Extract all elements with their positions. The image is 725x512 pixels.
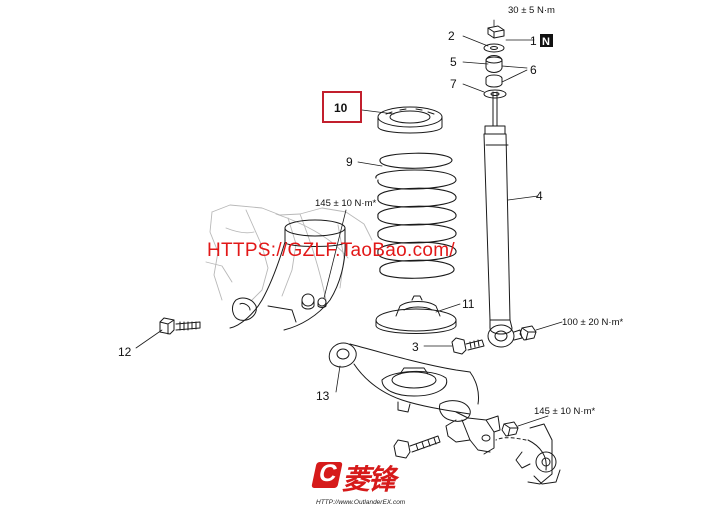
shock-absorber [483, 91, 523, 348]
logo-mark: C [311, 460, 343, 488]
bolt-12 [159, 317, 201, 335]
callout-1: 1 [530, 34, 537, 48]
bushing-upper [485, 55, 503, 73]
torque-top-nut: 30 ± 5 N·m [508, 5, 555, 16]
callout-11: 11 [462, 297, 475, 311]
bracket-nut [301, 293, 327, 310]
callout-labels: 1 N 2 5 6 7 10 9 4 11 3 12 13 [118, 29, 550, 403]
item-10-highlight-box [322, 91, 362, 123]
torque-shock-lower: 100 ± 20 N·m* [562, 317, 623, 328]
torque-upper-mount: 145 ± 10 N·m* [315, 198, 376, 209]
torque-arm-bolt: 145 ± 10 N·m* [534, 406, 595, 417]
control-arm-bolt [393, 435, 441, 459]
watermark-url: HTTPS://GZLF.TaoBao.com/ [207, 240, 455, 261]
lower-spring-pad [375, 295, 457, 334]
upper-spring-seat [377, 106, 443, 134]
spring-upper-bracket [229, 219, 346, 331]
callout-5: 5 [450, 55, 457, 69]
torque-specs: 30 ± 5 N·m 145 ± 10 N·m* 100 ± 20 N·m* 1… [315, 5, 623, 417]
washer-lower [483, 89, 507, 99]
shock-lower-nut [519, 325, 537, 341]
lower-control-arm [328, 342, 501, 455]
washer-upper [483, 43, 505, 53]
logo-text: 菱锋 [342, 463, 396, 496]
callout-4: 4 [536, 189, 543, 203]
control-arm-nut [501, 421, 519, 437]
leader-lines [135, 19, 563, 427]
bolt-3 [451, 337, 485, 355]
callout-6: 6 [530, 63, 537, 77]
callout-12: 12 [118, 345, 132, 359]
coil-spring [375, 152, 457, 279]
top-nut [487, 25, 505, 39]
brand-logo: C 菱锋 [311, 458, 412, 496]
top-mount-hardware [483, 25, 507, 99]
callout-1-badge: N [542, 36, 550, 48]
bushing-lower [485, 74, 503, 88]
item-1-n-badge [540, 34, 553, 47]
rear-bracket [495, 423, 561, 485]
callout-2: 2 [448, 29, 455, 43]
logo-url: HTTP://www.OutlanderEX.com [316, 499, 406, 506]
callout-9: 9 [346, 155, 353, 169]
callout-13: 13 [316, 389, 330, 403]
callout-10: 10 [334, 101, 348, 115]
callout-3: 3 [412, 340, 419, 354]
callout-7: 7 [450, 77, 457, 91]
